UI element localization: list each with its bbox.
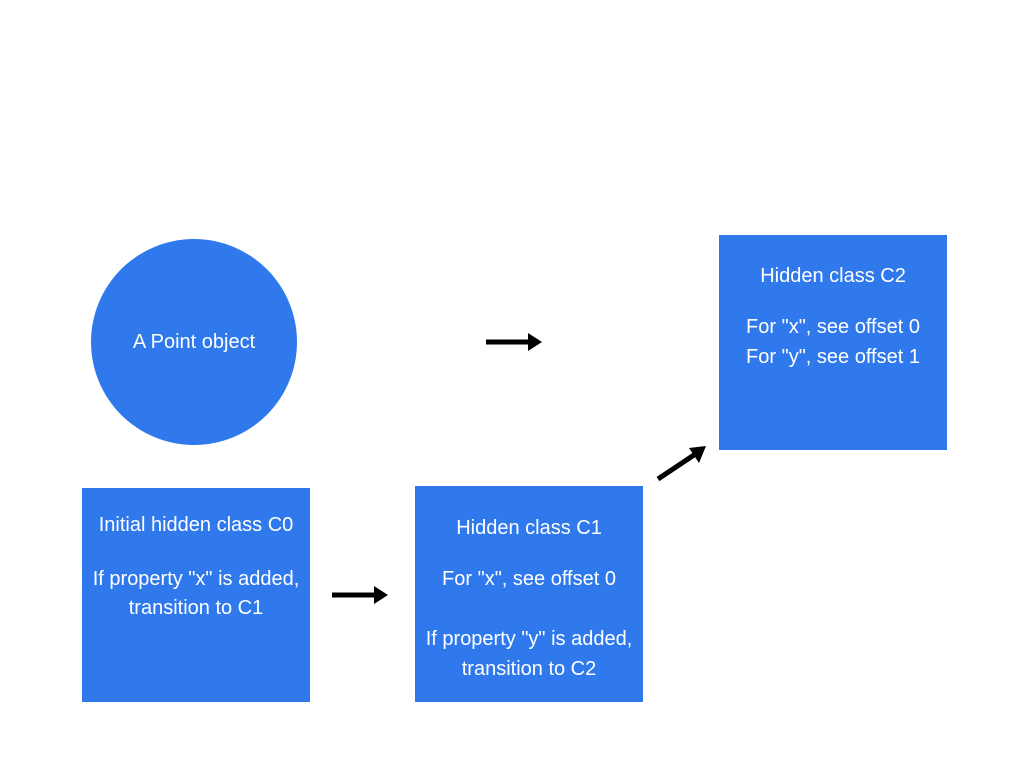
c1-offset-x: For "x", see offset 0 (442, 568, 616, 590)
c2-offset-y: For "y", see offset 1 (746, 346, 920, 368)
hidden-class-c1-node: Hidden class C1 For "x", see offset 0 If… (415, 486, 643, 702)
c0-rule-line-1: If property "x" is added, (92, 568, 300, 590)
arrow-point-to-c2 (486, 333, 542, 351)
c1-rule-line-2: transition to C2 (461, 658, 597, 680)
c2-offset-x: For "x", see offset 0 (746, 316, 920, 338)
hidden-class-c0-node: Initial hidden class C0 If property "x" … (82, 488, 310, 702)
c1-rule-line-1: If property "y" is added, (425, 628, 633, 650)
arrow-c0-to-c1 (332, 586, 388, 604)
c0-rule-line-2: transition to C1 (128, 597, 264, 619)
c2-title: Hidden class C2 (760, 265, 906, 287)
arrow-c1-to-c2 (656, 446, 706, 482)
hidden-class-c2-node: Hidden class C2 For "x", see offset 0 Fo… (719, 235, 947, 450)
c0-title: Initial hidden class C0 (98, 514, 294, 536)
point-object-label: A Point object (132, 331, 256, 353)
c1-title: Hidden class C1 (456, 517, 602, 539)
point-object-node: A Point object (91, 239, 297, 445)
